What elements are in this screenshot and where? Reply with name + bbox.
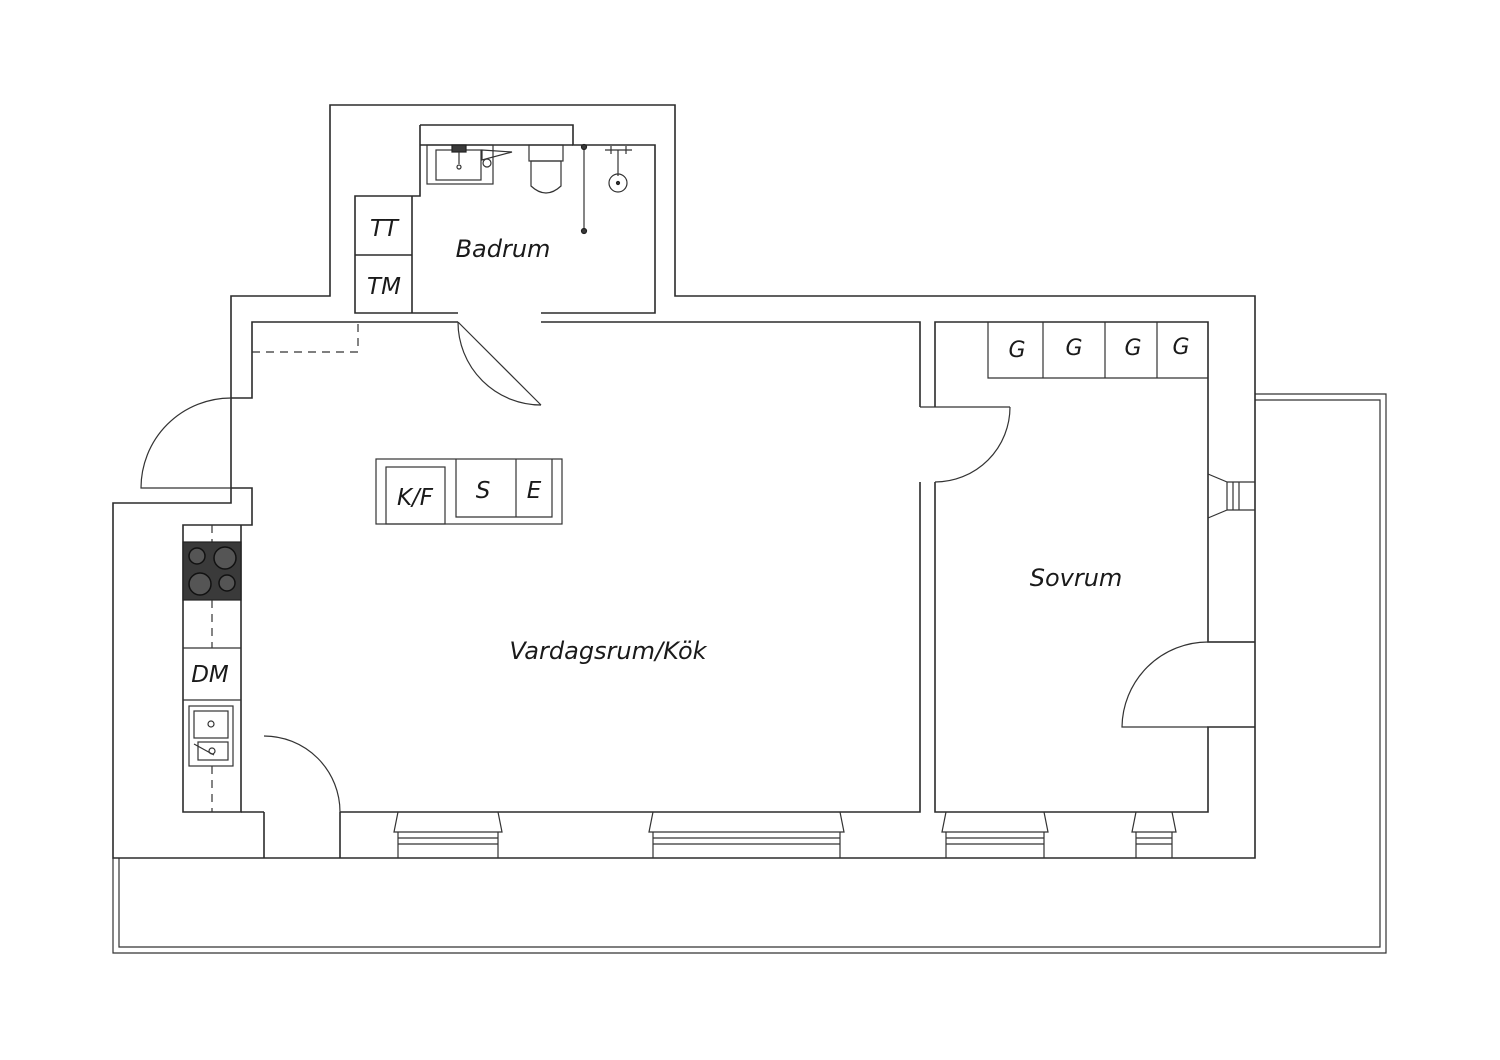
windows xyxy=(393,473,1255,858)
wardrobes: G G G G xyxy=(987,322,1208,379)
outer-walls xyxy=(112,104,1256,859)
bathroom-door[interactable] xyxy=(457,321,542,406)
washing-machine-label: TM xyxy=(367,274,401,300)
shower-icon xyxy=(580,143,632,235)
wardrobe-label-4: G xyxy=(1172,335,1189,360)
cabinet-e-label: E xyxy=(527,478,542,504)
washbasin-icon xyxy=(426,144,513,185)
balcony-door-living[interactable] xyxy=(263,735,341,813)
cabinet-s-label: S xyxy=(476,478,491,504)
sink-icon xyxy=(188,705,234,767)
stove-icon xyxy=(182,541,242,601)
balcony-door-bedroom[interactable] xyxy=(1121,641,1255,728)
laundry-units: TT TM xyxy=(367,216,401,300)
kitchen-counter: DM xyxy=(182,525,242,812)
bedroom-door[interactable] xyxy=(920,406,1011,483)
room-label-vardagsrum: Vardagsrum/Kök xyxy=(509,637,707,665)
dishwasher-label: DM xyxy=(191,662,229,688)
room-label-sovrum: Sovrum xyxy=(1030,564,1123,592)
wardrobe-label-3: G xyxy=(1124,336,1141,361)
bathroom-fixtures xyxy=(426,143,632,235)
tumble-dryer-label: TT xyxy=(370,216,400,242)
entrance-door[interactable] xyxy=(140,397,232,489)
fridge-freezer-label: K/F xyxy=(397,485,434,511)
appliance-block: K/F S E xyxy=(375,458,563,525)
doors xyxy=(140,321,1255,813)
toilet-icon xyxy=(528,144,564,194)
wardrobe-label-2: G xyxy=(1065,336,1082,361)
balcony xyxy=(112,393,1387,954)
living-room-walls xyxy=(182,321,921,858)
wardrobe-label-1: G xyxy=(1008,338,1025,363)
room-label-badrum: Badrum xyxy=(456,235,551,263)
